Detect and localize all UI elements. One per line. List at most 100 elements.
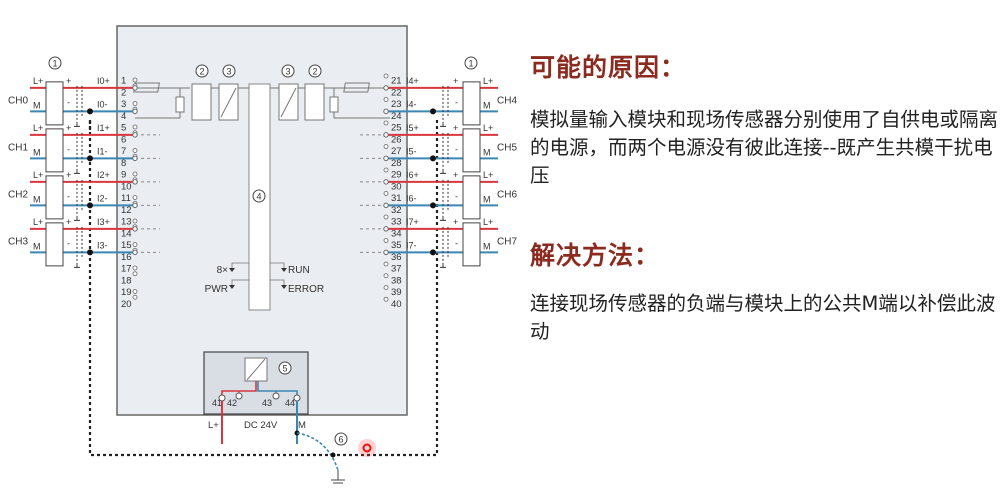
channel-label: CH2	[8, 190, 28, 201]
sensor-plus-label: +	[66, 76, 71, 86]
callout-1	[464, 56, 478, 70]
pin-terminal	[383, 97, 389, 102]
sensor-m-label: M	[33, 147, 41, 157]
pin-number: 31	[391, 193, 402, 204]
pin-number: 39	[391, 287, 402, 298]
svg-text:41: 41	[212, 398, 222, 408]
sensor-minus-label: -	[455, 144, 458, 154]
wiring-diagram: 4 2 3 3 2 8× PWR RUN ERROR	[8, 25, 517, 484]
pin-terminal	[383, 238, 389, 243]
pin-terminal	[383, 120, 389, 126]
bonding-junction	[87, 108, 93, 115]
sensor-lplus-label: L+	[483, 76, 493, 86]
callout-1-label: 1	[52, 59, 57, 69]
pin-number: 22	[391, 87, 402, 98]
pin-number: 3	[121, 99, 126, 110]
internal-circuit-left	[133, 82, 249, 121]
callout-1-label: 1	[468, 59, 473, 69]
shield-ground-icon	[440, 264, 446, 268]
input-minus-label: I5-	[406, 146, 417, 156]
input-minus-label: I1-	[97, 146, 108, 156]
fix-heading: 解决方法：	[530, 241, 661, 270]
svg-text:RUN: RUN	[288, 265, 310, 276]
svg-text:4: 4	[256, 192, 261, 202]
pin-number: 23	[391, 99, 402, 110]
pin-terminal	[383, 179, 389, 185]
svg-text:5: 5	[282, 364, 287, 374]
pin-terminal	[132, 271, 138, 277]
sensor-minus-label: -	[67, 97, 70, 107]
pin-terminal	[383, 144, 389, 149]
input-plus-label: I5+	[406, 123, 419, 133]
bonding-junction	[430, 202, 436, 209]
pin-terminal	[383, 261, 389, 267]
sensor-m-label: M	[33, 100, 41, 110]
pin-number: 2	[121, 87, 126, 98]
pin-number: 21	[391, 76, 402, 87]
ground-connection: 6	[294, 430, 348, 484]
shield-ground-icon	[74, 123, 80, 127]
bonding-junction	[87, 202, 93, 209]
sensor-box	[462, 222, 481, 267]
sensor-lplus-label: L+	[33, 170, 43, 180]
pin-terminal	[132, 124, 138, 130]
channel-label: CH6	[497, 190, 517, 201]
pin-number: 32	[391, 205, 402, 216]
input-plus-label: I7+	[406, 217, 419, 227]
shield-ground-icon	[440, 217, 446, 221]
pin-number: 14	[121, 228, 132, 239]
input-minus-label: I0-	[97, 99, 108, 109]
sensor-box	[462, 81, 481, 126]
power-supply-block: 5 41 42 43 44	[203, 351, 309, 415]
cause-text: 模拟量输入模块和现场传感器分别使用了自供电或隔离的电源，而两个电源没有彼此连接-…	[530, 108, 999, 187]
pin-terminal	[132, 242, 138, 247]
shield-ground-icon	[74, 170, 80, 174]
input-plus-label: I3+	[97, 217, 110, 227]
bonding-junction	[430, 155, 436, 162]
pin-number: 18	[121, 275, 132, 286]
sensor-plus-label: +	[66, 217, 71, 227]
pin-terminal	[383, 155, 389, 162]
pin-number: 26	[391, 134, 402, 145]
pin-terminal	[132, 179, 138, 185]
pin-number: 40	[391, 299, 402, 310]
shield-ground-icon	[440, 123, 446, 127]
pin-number: 13	[121, 217, 132, 228]
pin-number: 7	[121, 146, 126, 157]
pin-terminal	[383, 226, 389, 232]
input-minus-label: I2-	[97, 193, 108, 203]
sensor-lplus-label: L+	[33, 217, 43, 227]
sensor-m-label: M	[483, 100, 491, 110]
sensor-plus-label: +	[453, 76, 458, 86]
pin-terminal	[383, 273, 389, 279]
sensor-lplus-label: L+	[33, 76, 43, 86]
svg-text:PWR: PWR	[205, 284, 228, 295]
pin-terminal	[383, 85, 389, 91]
sensor-m-label: M	[33, 194, 41, 204]
input-minus-label: I3-	[97, 240, 108, 250]
internal-circuit-right	[270, 82, 390, 121]
sensor-minus-label: -	[67, 238, 70, 248]
sensor-box	[45, 175, 64, 220]
pin-number: 37	[391, 264, 402, 275]
svg-text:DC 24V: DC 24V	[244, 420, 278, 431]
channel-wiring: 1234567891011121314151617181920212223242…	[8, 56, 517, 310]
pin-number: 5	[121, 123, 126, 134]
svg-text:3: 3	[226, 67, 231, 77]
svg-text:2: 2	[199, 67, 204, 77]
pin-number: 11	[121, 193, 131, 204]
pin-terminal	[132, 77, 138, 83]
channel-label: CH7	[497, 237, 517, 248]
sensor-box	[45, 128, 64, 173]
pin-number: 24	[391, 111, 402, 122]
pin-number: 35	[391, 240, 402, 251]
pin-terminal	[383, 132, 389, 138]
sensor-box	[45, 81, 64, 126]
input-plus-label: I1+	[97, 123, 110, 133]
svg-text:2: 2	[312, 67, 317, 77]
pin-terminal	[383, 202, 389, 209]
pin-number: 15	[121, 240, 132, 251]
channel-label: CH1	[8, 143, 28, 154]
svg-text:43: 43	[262, 398, 272, 408]
pin-number: 25	[391, 123, 402, 134]
